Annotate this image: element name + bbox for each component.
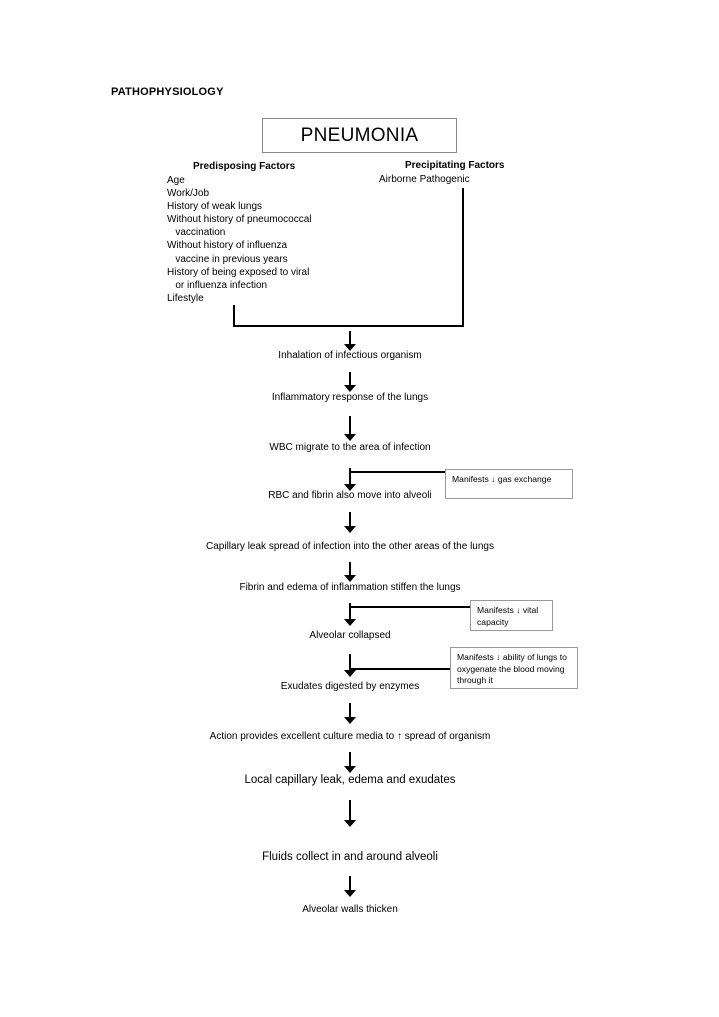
arrow-head-icon: [344, 890, 356, 897]
flow-step: Capillary leak spread of infection into …: [206, 541, 494, 552]
arrow-head-icon: [344, 766, 356, 773]
arrow-shaft: [349, 562, 351, 576]
arrow-shaft: [349, 800, 351, 821]
flow-step: Fibrin and edema of inflammation stiffen…: [239, 582, 461, 593]
list-item: History of being exposed to viral or inf…: [167, 266, 310, 291]
flow-step: Exudates digested by enzymes: [280, 681, 420, 692]
predisposing-factors-list: Age Work/Job History of weak lungs Witho…: [167, 174, 367, 305]
arrow-shaft: [349, 512, 351, 527]
flow-arrow: [343, 603, 357, 627]
annotation-box: Manifests ↓ gas exchange: [445, 469, 573, 499]
flow-step: Local capillary leak, edema and exudates: [244, 774, 456, 786]
arrow-head-icon: [344, 820, 356, 827]
flow-arrow: [343, 331, 357, 351]
flow-arrow: [343, 876, 357, 898]
annotation-box: Manifests ↓ ability of lungs to oxygenat…: [450, 647, 578, 689]
bracket-crossbar: [233, 325, 464, 327]
arrow-shaft: [349, 752, 351, 767]
arrow-shaft: [349, 372, 351, 386]
list-item: Lifestyle: [167, 292, 204, 304]
flow-arrow: [343, 416, 357, 442]
arrow-shaft: [349, 468, 351, 485]
bracket-left-stem: [233, 305, 235, 327]
flow-arrow: [343, 512, 357, 534]
factors-join-bracket: [233, 188, 464, 327]
arrow-shaft: [349, 331, 351, 345]
arrow-head-icon: [344, 717, 356, 724]
precipitating-factors-heading: Precipitating Factors: [405, 160, 505, 171]
annotation-connector: [350, 606, 471, 608]
arrow-head-icon: [344, 434, 356, 441]
flow-step: WBC migrate to the area of infection: [269, 442, 431, 453]
arrow-shaft: [349, 703, 351, 718]
arrow-shaft: [349, 416, 351, 435]
flow-step: RBC and fibrin also move into alveoli: [268, 490, 432, 501]
flow-arrow: [343, 654, 357, 678]
list-item: Without history of pneumococcal vaccinat…: [167, 214, 312, 239]
flow-arrow: [343, 703, 357, 725]
arrow-shaft: [349, 876, 351, 891]
flow-step: Action provides excellent culture media …: [209, 731, 491, 742]
annotation-connector: [350, 668, 451, 670]
flow-step: Inflammatory response of the lungs: [271, 392, 429, 403]
flow-step: Alveolar collapsed: [309, 630, 391, 641]
predisposing-factors-heading: Predisposing Factors: [193, 161, 296, 172]
arrow-head-icon: [344, 575, 356, 582]
condition-box: PNEUMONIA: [262, 118, 457, 153]
page-title: PATHOPHYSIOLOGY: [111, 86, 224, 98]
arrow-head-icon: [344, 670, 356, 677]
precipitating-factors-list: Airborne Pathogenic: [379, 173, 470, 186]
list-item: Airborne Pathogenic: [379, 174, 470, 185]
list-item: Work/Job: [167, 188, 210, 200]
annotation-connector: [350, 471, 446, 473]
list-item: Without history of influenza vaccine in …: [167, 240, 288, 265]
arrow-head-icon: [344, 344, 356, 351]
flow-arrow: [343, 800, 357, 828]
flow-step: Inhalation of infectious organism: [278, 350, 422, 361]
arrow-head-icon: [344, 385, 356, 392]
list-item: History of weak lungs: [167, 201, 263, 213]
arrow-shaft: [349, 603, 351, 620]
flow-step: Fluids collect in and around alveoli: [262, 851, 438, 863]
flow-arrow: [343, 468, 357, 492]
bracket-right-stem: [462, 188, 464, 327]
annotation-box: Manifests ↓ vital capacity: [470, 600, 553, 631]
arrow-shaft: [349, 654, 351, 671]
list-item: Age: [167, 175, 185, 186]
flow-step: Alveolar walls thicken: [302, 904, 398, 915]
flow-arrow: [343, 562, 357, 582]
arrow-head-icon: [344, 484, 356, 491]
flow-arrow: [343, 752, 357, 774]
flow-arrow: [343, 372, 357, 392]
arrow-head-icon: [344, 526, 356, 533]
arrow-head-icon: [344, 619, 356, 626]
condition-name: PNEUMONIA: [300, 124, 419, 146]
